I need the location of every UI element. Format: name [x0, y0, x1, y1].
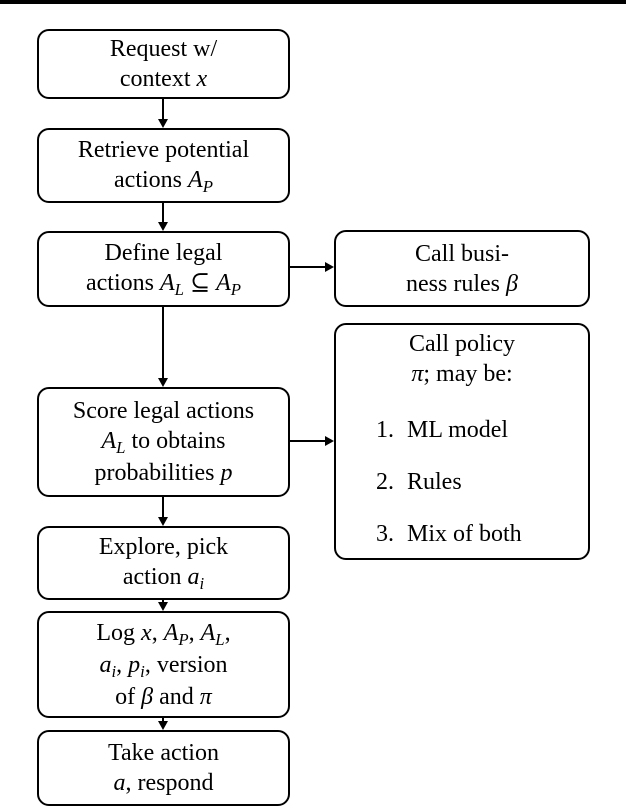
arrow-define-to-score-head [158, 378, 168, 387]
list-item-text: Rules [407, 469, 462, 495]
list-item-number: 3. [376, 521, 394, 547]
arrow-explore-to-log-head [158, 602, 168, 611]
node-request: Request w/context x [37, 29, 290, 99]
arrow-request-to-retrieve-stem [162, 99, 164, 119]
arrow-define-to-business-rules-stem [290, 266, 325, 268]
node-call-business-rules: Call busi-ness rules β [334, 230, 590, 307]
arrow-define-to-score-stem [162, 307, 164, 378]
arrow-score-to-policy-stem [290, 440, 325, 442]
policy-list-item: 2. Rules [376, 467, 588, 497]
list-item-number: 2. [376, 469, 394, 495]
arrow-define-to-business-rules-head [325, 262, 334, 272]
policy-list: 1. ML model 2. Rules 3. Mix of both [336, 389, 588, 549]
list-item-text: ML model [407, 417, 509, 443]
arrow-retrieve-to-define-stem [162, 203, 164, 222]
policy-list-item: 1. ML model [376, 415, 588, 445]
top-rule-divider [0, 0, 626, 4]
arrow-log-to-take-head [158, 721, 168, 730]
policy-list-item: 3. Mix of both [376, 519, 588, 549]
arrow-log-to-take-stem [162, 718, 164, 722]
arrow-score-to-explore-head [158, 517, 168, 526]
arrow-retrieve-to-define-head [158, 222, 168, 231]
list-item-text: Mix of both [407, 521, 522, 547]
arrow-explore-to-log-stem [162, 600, 164, 603]
list-item-number: 1. [376, 417, 394, 443]
arrow-score-to-explore-stem [162, 497, 164, 517]
arrow-score-to-policy-head [325, 436, 334, 446]
arrow-request-to-retrieve-head [158, 119, 168, 128]
